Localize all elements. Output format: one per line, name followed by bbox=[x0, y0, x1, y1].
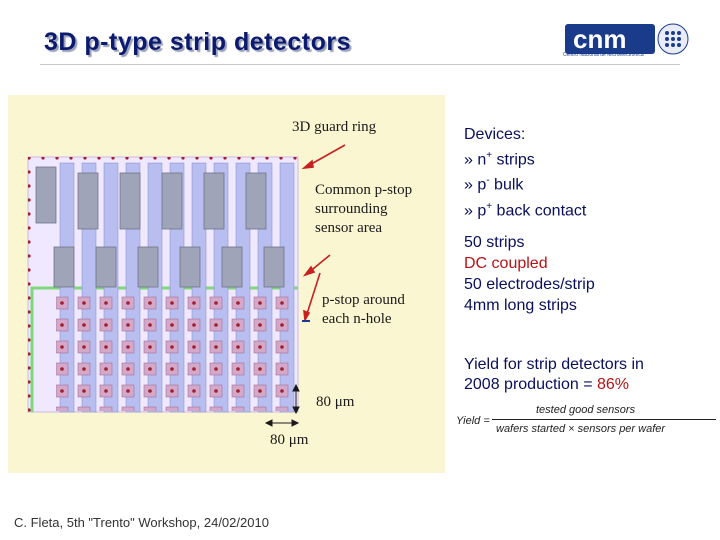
yield-statement: Yield for strip detectors in 2008 produc… bbox=[464, 355, 644, 395]
strips-coupling: DC coupled bbox=[464, 255, 548, 272]
device-item: » n+ strips bbox=[464, 150, 535, 169]
pstop-hole-label: p-stop around each n-hole bbox=[322, 291, 442, 329]
strips-info: 50 strips DC coupled 50 electrodes/strip… bbox=[464, 232, 595, 316]
formula-fraction-bar bbox=[492, 419, 716, 420]
detector-layout-figure bbox=[8, 95, 445, 473]
slide-footer: C. Fleta, 5th "Trento" Workshop, 24/02/2… bbox=[14, 515, 269, 530]
yield-value: 86% bbox=[597, 376, 630, 393]
pitch-vertical-label: 80 μm bbox=[316, 394, 355, 410]
pstop-hole-line-1: p-stop around bbox=[322, 292, 405, 308]
pitch-horizontal-label: 80 μm bbox=[270, 432, 309, 448]
strips-electrodes: 50 electrodes/strip bbox=[464, 276, 595, 293]
common-pstop-line-2: surrounding bbox=[315, 201, 388, 217]
yield-formula: Yield = tested good sensors wafers start… bbox=[456, 404, 716, 438]
cnm-logo: cnm bbox=[565, 23, 689, 55]
pstop-hole-line-2: each n-hole bbox=[322, 311, 392, 327]
devices-heading: Devices: bbox=[464, 126, 526, 143]
device-item: » p- bulk bbox=[464, 175, 524, 194]
yield-line-1: Yield for strip detectors in bbox=[464, 356, 644, 373]
guard-ring-label: 3D guard ring bbox=[292, 119, 377, 135]
detector-layout-drawing bbox=[27, 144, 346, 427]
common-pstop-label: Common p-stop surrounding sensor area bbox=[315, 181, 425, 238]
common-pstop-line-1: Common p-stop bbox=[315, 182, 413, 198]
device-item: » p+ back contact bbox=[464, 200, 587, 219]
formula-lhs: Yield = bbox=[456, 415, 490, 427]
strips-count: 50 strips bbox=[464, 234, 525, 251]
devices-list: Devices: » n+ strips » p- bulk » p+ back… bbox=[464, 124, 586, 221]
common-pstop-line-3: sensor area bbox=[315, 220, 383, 236]
logo-subtitle: Centro Nacional de Microelectrónica bbox=[563, 52, 644, 58]
formula-numerator: tested good sensors bbox=[536, 404, 636, 416]
formula-denominator: wafers started × sensors per wafer bbox=[496, 423, 666, 435]
title-divider bbox=[40, 64, 680, 65]
yield-line-2: 2008 production = 86% bbox=[464, 376, 630, 393]
strips-length: 4mm long strips bbox=[464, 297, 577, 314]
logo-wordmark: cnm bbox=[573, 24, 626, 54]
slide-title: 3D p-type strip detectors bbox=[44, 28, 352, 56]
